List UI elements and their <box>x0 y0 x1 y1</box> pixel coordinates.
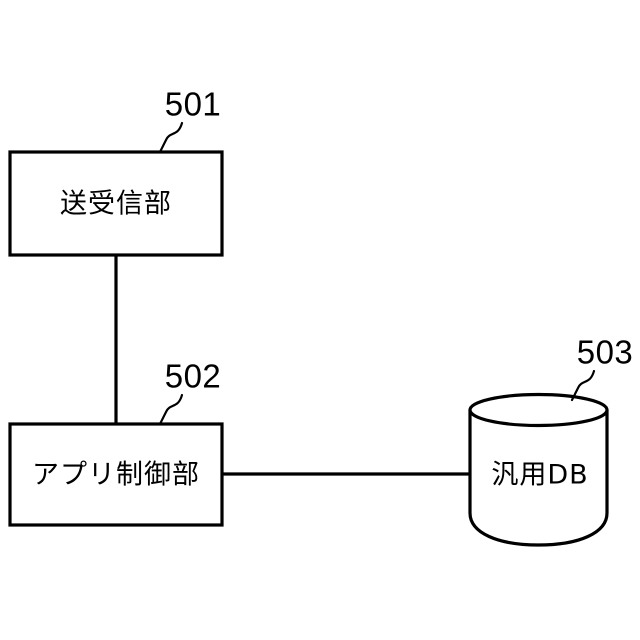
app-controller-label: アプリ制御部 <box>32 460 200 491</box>
ref-callout-503: 503 <box>570 334 634 402</box>
ref-callout-501: 501 <box>158 86 222 154</box>
ref-callout-502: 502 <box>158 358 222 426</box>
app-controller-box <box>8 422 224 527</box>
node-general-db[interactable]: 汎用DB <box>468 392 609 547</box>
ref-number-502: 502 <box>165 358 222 395</box>
general-db-label: 汎用DB <box>491 460 588 491</box>
general-db-cylinder-body <box>468 408 609 547</box>
node-transceiver[interactable]: 送受信部 <box>8 150 224 257</box>
ref-number-501: 501 <box>165 86 222 123</box>
leader-line-502 <box>158 393 184 426</box>
node-app-controller[interactable]: アプリ制御部 <box>8 422 224 527</box>
ref-number-503: 503 <box>577 334 634 371</box>
general-db-cylinder-top <box>468 392 609 428</box>
leader-line-501 <box>158 121 184 154</box>
transceiver-label: 送受信部 <box>60 189 172 220</box>
leader-line-503 <box>570 369 596 402</box>
transceiver-box <box>8 150 224 257</box>
